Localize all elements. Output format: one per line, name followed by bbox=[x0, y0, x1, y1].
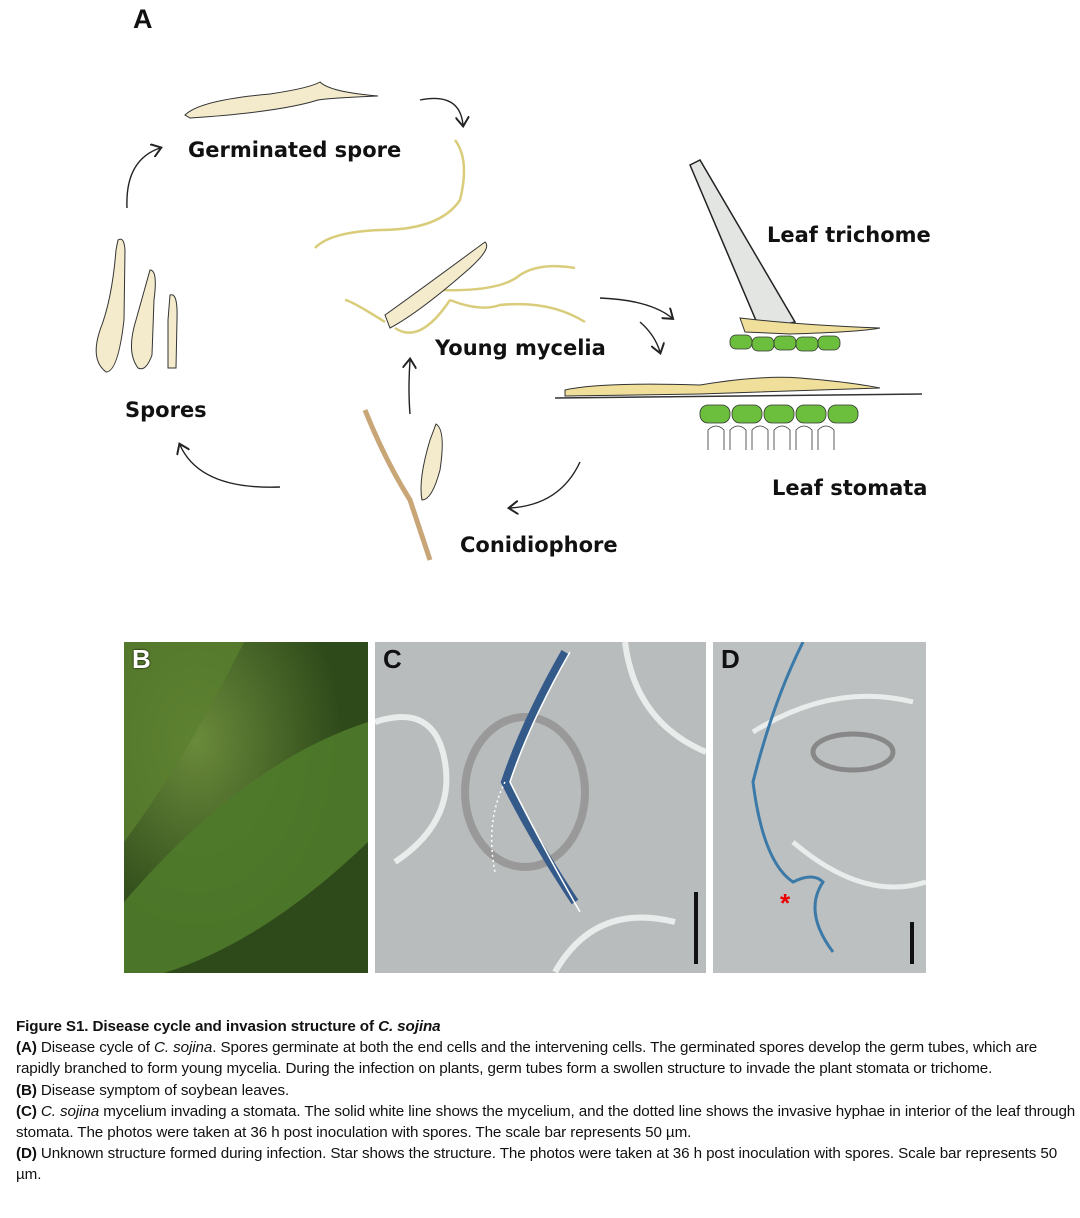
label-young-mycelia: Young mycelia bbox=[435, 336, 606, 360]
cycle-arrows bbox=[126, 97, 672, 508]
caption-a-pre: Disease cycle of bbox=[36, 1039, 155, 1057]
caption-c-tag: (C) bbox=[16, 1102, 37, 1120]
germinated-spore-sketch bbox=[184, 81, 379, 119]
caption-d-text: Unknown structure formed during infectio… bbox=[16, 1145, 1058, 1184]
caption-d: (D) Unknown structure formed during infe… bbox=[16, 1143, 1076, 1185]
caption-a: (A) Disease cycle of C. sojina. Spores g… bbox=[16, 1037, 1076, 1079]
disease-cycle-diagram bbox=[95, 81, 923, 561]
leaf-stomata-sketch bbox=[554, 376, 923, 450]
panel-b-letter: B bbox=[132, 644, 151, 674]
caption-a-tag: (A) bbox=[16, 1039, 37, 1057]
panel-a-letter: A bbox=[133, 4, 153, 34]
caption-a-text: . Spores germinate at both the end cells… bbox=[16, 1039, 1038, 1078]
panel-d-letter: D bbox=[721, 644, 740, 674]
panel-c-scale-bar bbox=[694, 892, 698, 964]
caption-d-tag: (D) bbox=[16, 1145, 37, 1163]
caption-title: Figure S1. Disease cycle and invasion st… bbox=[16, 1016, 1076, 1037]
caption-c-text: mycelium invading a stomata. The solid w… bbox=[16, 1102, 1076, 1142]
caption-title-species: C. sojina bbox=[378, 1018, 441, 1035]
label-conidiophore: Conidiophore bbox=[460, 533, 618, 557]
panel-b-leaf-photo: B bbox=[124, 642, 368, 973]
caption-c: (C) C. sojina mycelium invading a stomat… bbox=[16, 1101, 1076, 1143]
caption-title-text: Figure S1. Disease cycle and invasion st… bbox=[16, 1018, 379, 1035]
caption-c-species: C. sojina bbox=[40, 1102, 100, 1120]
label-spores: Spores bbox=[125, 398, 207, 422]
conidiophore-sketch bbox=[362, 409, 443, 561]
structure-star-marker: * bbox=[780, 888, 791, 918]
leaf-trichome-sketch bbox=[689, 159, 881, 352]
mycelia-spore bbox=[384, 241, 488, 329]
label-leaf-stomata: Leaf stomata bbox=[772, 476, 928, 500]
label-germinated-spore: Germinated spore bbox=[188, 138, 402, 162]
label-leaf-trichome: Leaf trichome bbox=[767, 223, 931, 247]
panel-d-micrograph: D * bbox=[713, 642, 926, 973]
caption-b: (B) Disease symptom of soybean leaves. bbox=[16, 1080, 1076, 1101]
caption-b-text: Disease symptom of soybean leaves. bbox=[36, 1081, 290, 1099]
spores-sketch bbox=[95, 238, 178, 373]
caption-a-species: C. sojina bbox=[154, 1039, 213, 1057]
panel-d-scale-bar bbox=[910, 922, 914, 964]
panel-c-letter: C bbox=[383, 644, 402, 674]
panel-c-micrograph: C bbox=[375, 642, 706, 973]
young-mycelia-sketch bbox=[314, 139, 586, 334]
figure-caption: Figure S1. Disease cycle and invasion st… bbox=[16, 1016, 1076, 1186]
caption-b-tag: (B) bbox=[16, 1081, 37, 1099]
